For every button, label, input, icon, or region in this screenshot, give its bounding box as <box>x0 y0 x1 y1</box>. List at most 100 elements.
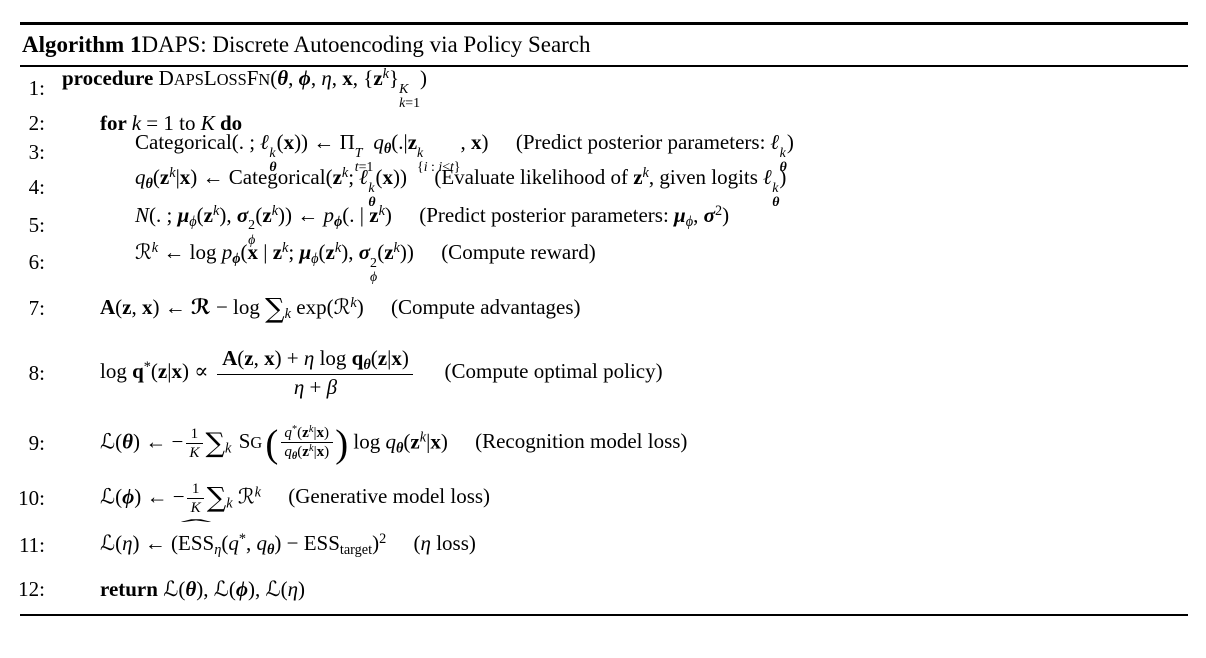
fraction-numerator: q*(zk|x) <box>281 424 333 443</box>
tok-rm: ) <box>420 66 427 91</box>
superscript: 2 <box>248 218 255 233</box>
subscript: θ <box>267 542 274 558</box>
line-number: 4: <box>28 175 45 199</box>
tok-rm: log <box>100 359 133 384</box>
tok-it: i <box>423 159 428 175</box>
tok-rm: ), <box>196 576 214 601</box>
tok-rm: 2 <box>379 530 387 547</box>
line-number: 10: <box>18 486 45 510</box>
tok-rm: ( <box>152 165 160 190</box>
line-comment: (Evaluate likelihood of zk, given logits… <box>434 165 786 209</box>
tok-bi: ℓ <box>763 165 773 190</box>
tok-rm: ( <box>196 202 204 227</box>
tok-rm: (.| <box>391 130 408 155</box>
subscript: ϕ <box>232 251 240 267</box>
algorithm-title-text: DAPS: Discrete Autoencoding via Policy S… <box>141 32 591 57</box>
tok-cal: ℛ <box>237 484 255 509</box>
tok-mbf: z <box>325 240 335 265</box>
tok-calb: ℛ <box>191 294 211 319</box>
tok-rm: ( <box>377 240 385 265</box>
algorithm-figure: Algorithm 1 DAPS: Discrete Autoencoding … <box>0 22 1206 658</box>
tok-rm: 1 <box>191 480 200 497</box>
fraction-numerator: 1 <box>187 480 205 499</box>
tok-bi: θ <box>185 576 197 601</box>
subscript: θ <box>396 440 403 456</box>
subscript: ϕ <box>311 251 318 267</box>
tok-rm: log <box>348 429 386 454</box>
tok-it: η <box>214 542 222 559</box>
tok-rm: (Evaluate likelihood of <box>434 165 634 190</box>
line-number: 7: <box>28 296 45 320</box>
tok-rm: ( <box>221 531 229 556</box>
tok-rm: ; <box>288 240 300 265</box>
superscript: k <box>255 484 261 500</box>
algorithm-title-label: Algorithm 1 <box>22 32 142 57</box>
tok-mbf: x <box>316 424 325 441</box>
tok-rm: 2 <box>370 254 377 270</box>
subscript: ϕ <box>248 232 255 248</box>
tok-rm: ( <box>255 202 263 227</box>
tok-bi: μ <box>674 202 686 227</box>
tok-rm: ) <box>324 424 330 441</box>
superscript: 2 <box>379 531 386 547</box>
small-caps-char: S <box>194 70 204 90</box>
tok-mbf: z <box>410 429 420 454</box>
small-caps-char: S <box>228 70 238 90</box>
superscript: * <box>292 424 297 435</box>
tok-rm: ( <box>270 66 278 91</box>
tok-rm: )) ← <box>278 202 324 227</box>
tok-it: k <box>382 66 389 83</box>
tok-rm: ) <box>481 130 489 155</box>
tok-mbf: A <box>100 295 116 319</box>
tok-rm: ESS <box>178 531 215 556</box>
tok-it: k <box>271 202 279 219</box>
tok-rm: ) ∝ <box>181 359 214 384</box>
fraction-numerator: 1 <box>186 425 203 444</box>
subscript: θ <box>363 357 370 373</box>
tok-mbf: x <box>179 165 191 190</box>
tok-it: k <box>169 165 176 182</box>
tok-op: ∑ <box>205 427 226 459</box>
tok-it: p <box>221 240 233 265</box>
small-caps-char: G <box>250 433 263 453</box>
tok-rm: ( <box>375 165 383 190</box>
tok-it: q <box>228 531 239 556</box>
tok-cal: ℒ <box>100 484 116 509</box>
tok-mbf: x <box>342 66 353 91</box>
tok-rm: ( <box>115 295 123 319</box>
superscript: k <box>772 180 779 196</box>
superscript: k <box>342 165 348 181</box>
tok-mbf: z <box>384 240 394 265</box>
tok-it: k <box>131 111 142 135</box>
tok-bi: ϕ <box>334 213 343 230</box>
line-comment: (Predict posterior parameters: μϕ, σ2) <box>419 202 729 230</box>
tok-mbf: z <box>203 202 213 227</box>
superscript: * <box>144 359 151 375</box>
tok-rm: (Compute optimal policy) <box>444 359 663 384</box>
tok-bi: σ <box>236 202 249 227</box>
superscript: k <box>309 424 314 435</box>
tok-it: k <box>308 423 314 435</box>
small-caps-char: F <box>246 66 259 91</box>
small-caps-char: A <box>173 70 186 90</box>
tok-it: q <box>373 130 384 155</box>
tok-it: η <box>293 375 305 400</box>
subscript: target <box>340 542 372 558</box>
tok-big: ( <box>265 421 279 465</box>
tok-it: k <box>282 240 289 257</box>
tok-bi: ϕ <box>298 66 311 91</box>
small-caps-char: O <box>216 70 229 90</box>
tok-it: k <box>417 144 424 160</box>
subscript: k <box>226 495 232 511</box>
tok-rm: } <box>389 66 400 91</box>
tok-it: k <box>284 305 291 322</box>
